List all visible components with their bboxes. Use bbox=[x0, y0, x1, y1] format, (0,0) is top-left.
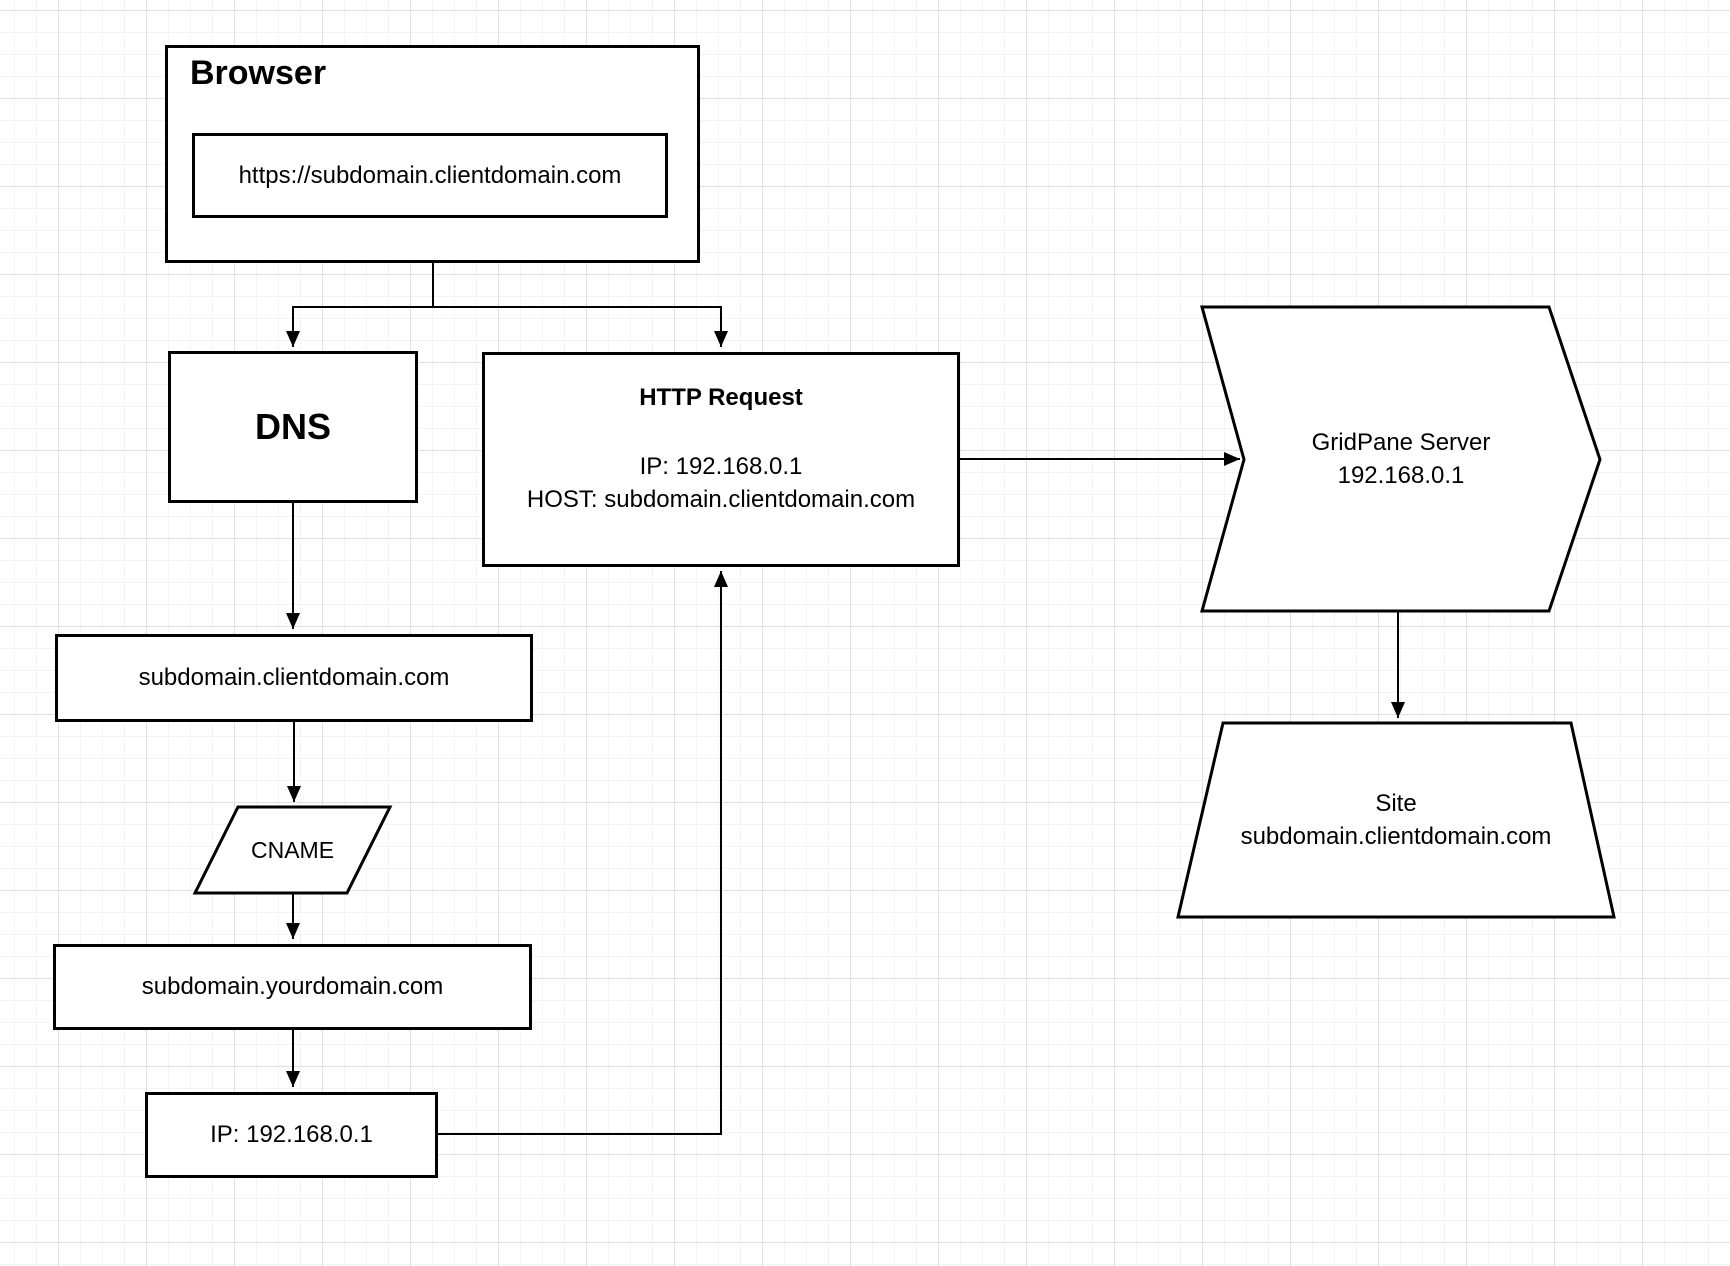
browser-node: Browser https://subdomain.clientdomain.c… bbox=[165, 45, 700, 263]
cname-shape bbox=[192, 805, 393, 895]
your-domain-label: subdomain.yourdomain.com bbox=[141, 973, 444, 1000]
browser-url-box: https://subdomain.clientdomain.com bbox=[192, 133, 668, 218]
browser-url-text: https://subdomain.clientdomain.com bbox=[238, 161, 622, 189]
client-domain-label: subdomain.clientdomain.com bbox=[138, 664, 450, 691]
arrow-browser-to-http-request bbox=[432, 263, 728, 347]
http-request-host: HOST: subdomain.clientdomain.com bbox=[526, 486, 916, 513]
your-domain-node: subdomain.yourdomain.com bbox=[53, 944, 532, 1030]
dns-label: DNS bbox=[254, 406, 331, 447]
http-request-title: HTTP Request bbox=[639, 384, 803, 411]
arrow-ip-to-http-request bbox=[438, 571, 728, 1135]
http-request-node: HTTP Request IP: 192.168.0.1 HOST: subdo… bbox=[482, 352, 960, 567]
client-domain-node: subdomain.clientdomain.com bbox=[55, 634, 533, 722]
resolved-ip-label: IP: 192.168.0.1 bbox=[210, 1121, 373, 1148]
site-shape bbox=[1176, 721, 1616, 919]
resolved-ip-node: IP: 192.168.0.1 bbox=[145, 1092, 438, 1178]
gridpane-server-shape bbox=[1200, 305, 1602, 613]
arrow-browser-to-dns bbox=[286, 263, 434, 347]
browser-title: Browser bbox=[190, 54, 327, 92]
http-request-ip: IP: 192.168.0.1 bbox=[639, 453, 803, 480]
dns-node: DNS bbox=[168, 351, 418, 503]
